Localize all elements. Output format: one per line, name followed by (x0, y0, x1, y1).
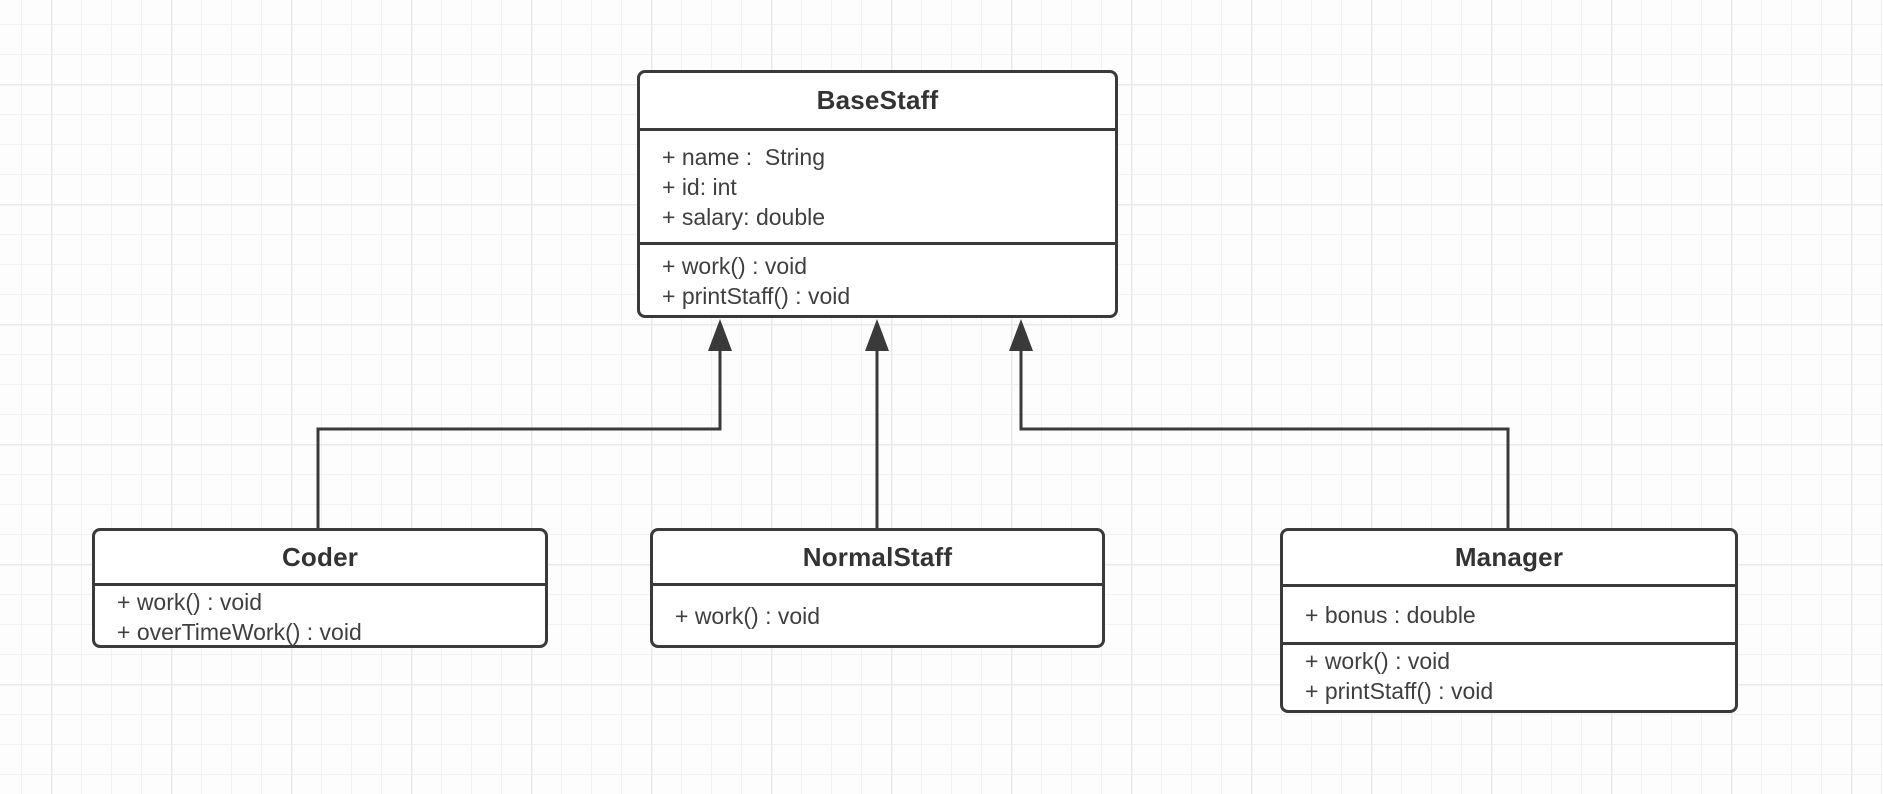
method: + printStaff() : void (662, 283, 851, 309)
class-title-normalstaff: NormalStaff (802, 541, 953, 572)
attribute: + id: int (662, 174, 737, 200)
class-manager[interactable]: Manager + bonus : double + work() : void… (1280, 528, 1738, 713)
class-normalstaff[interactable]: NormalStaff + work() : void (650, 528, 1105, 648)
class-title-manager: Manager (1454, 542, 1564, 572)
normalstaff-methods-section: + work() : void (653, 583, 1102, 645)
method: + work() : void (1305, 648, 1451, 674)
inheritance-arrow-normalstaff-to-basestaff[interactable] (865, 319, 889, 528)
inheritance-arrow-manager-to-basestaff[interactable] (1009, 319, 1510, 528)
method: + work() : void (117, 589, 263, 615)
class-coder[interactable]: Coder + work() : void + overTimeWork() :… (92, 528, 548, 648)
inheritance-arrow-coder-to-basestaff[interactable] (316, 319, 732, 528)
basestaff-attributes-section: + name : String + id: int + salary: doub… (640, 128, 1115, 242)
attribute: + salary: double (662, 204, 826, 230)
basestaff-methods-section: + work() : void + printStaff() : void (640, 242, 1115, 315)
attribute: + bonus : double (1305, 602, 1476, 628)
method: + work() : void (662, 253, 808, 279)
method: + overTimeWork() : void (117, 619, 362, 645)
attribute: + name : String (662, 144, 825, 170)
class-title-basestaff: BaseStaff (816, 85, 939, 115)
manager-attributes-section: + bonus : double (1283, 584, 1735, 642)
coder-methods-section: + work() : void + overTimeWork() : void (95, 583, 545, 645)
manager-methods-section: + work() : void + printStaff() : void (1283, 642, 1735, 710)
method: + work() : void (675, 603, 821, 629)
method: + printStaff() : void (1305, 678, 1494, 704)
class-title-coder: Coder (281, 541, 359, 572)
class-basestaff[interactable]: BaseStaff + name : String + id: int + sa… (637, 70, 1118, 318)
